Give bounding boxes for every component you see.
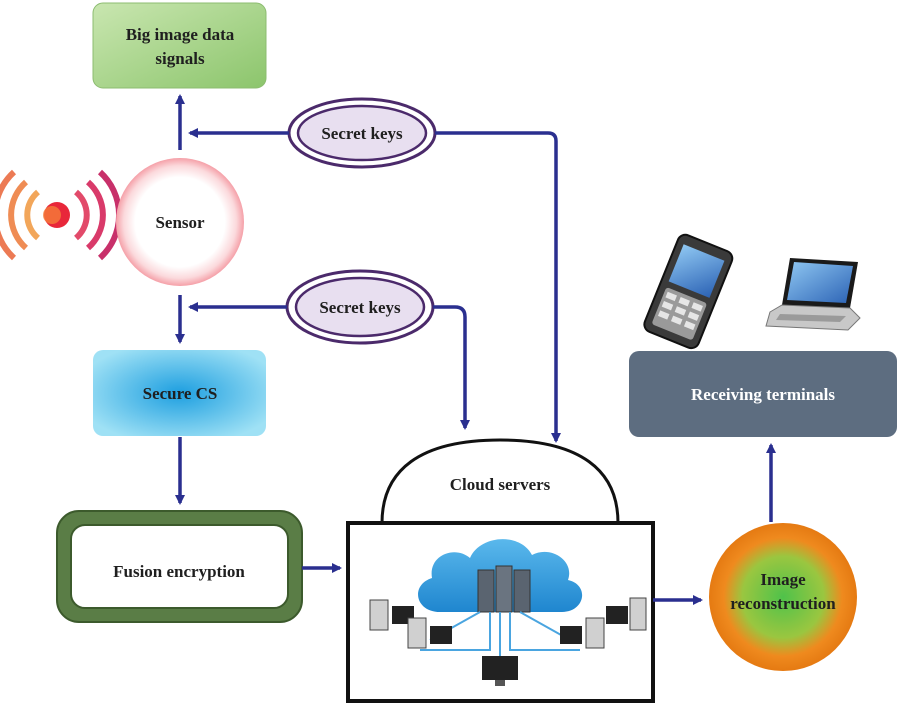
desktop-computer-icon xyxy=(369,597,647,686)
sensor-label: Sensor xyxy=(155,213,205,232)
fusion-encryption-box: Fusion encryption xyxy=(56,510,303,623)
big-image-data-box: Big image data signals xyxy=(92,2,267,89)
image-reconstruction-node: Image reconstruction xyxy=(709,523,857,671)
arrows xyxy=(175,94,776,605)
secret-keys-middle-label: Secret keys xyxy=(319,298,401,317)
secure-cs-label: Secure CS xyxy=(143,384,218,403)
signal-waves-icon xyxy=(0,169,123,261)
image-reconstruction-label-line2: reconstruction xyxy=(730,594,836,613)
receiving-terminals-label: Receiving terminals xyxy=(691,385,835,404)
cloud-servers-node: Cloud servers xyxy=(346,438,655,703)
sensor-node: Sensor xyxy=(116,158,244,286)
big-image-data-label-line2: signals xyxy=(155,49,205,68)
secret-keys-top-label: Secret keys xyxy=(321,124,403,143)
secret-keys-top: Secret keys xyxy=(287,97,437,169)
laptop-icon xyxy=(765,258,861,331)
secret-keys-middle: Secret keys xyxy=(285,269,435,345)
mobile-phone-icon xyxy=(643,233,734,350)
big-image-data-label-line1: Big image data xyxy=(126,25,235,44)
secure-cs-box: Secure CS xyxy=(93,350,266,436)
fusion-encryption-label: Fusion encryption xyxy=(113,562,245,581)
cloud-servers-label: Cloud servers xyxy=(450,475,551,494)
image-reconstruction-label-line1: Image xyxy=(760,570,806,589)
receiving-terminals-box: Receiving terminals xyxy=(629,351,897,437)
